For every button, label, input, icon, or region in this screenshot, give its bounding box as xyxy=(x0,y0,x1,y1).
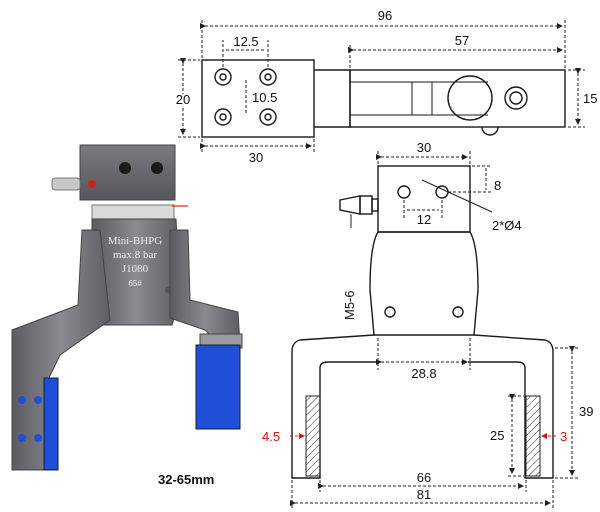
hole-center-icon xyxy=(219,73,227,81)
top-view-block xyxy=(201,59,315,138)
hole-center-icon xyxy=(219,113,227,121)
front-view-drawing: 30 8 12 2*Ø4 M5-6 28.8 39 25 4.5 xyxy=(262,140,593,508)
mount-hole-icon xyxy=(435,185,449,199)
dim-overall-length: 96 xyxy=(378,8,392,23)
finger-screw-icon xyxy=(34,434,42,442)
leader-line xyxy=(421,179,493,213)
dim-hole-pitch-y: 10.5 xyxy=(252,90,277,105)
right-gripper-pad xyxy=(195,344,241,430)
dim-pad-height: 25 xyxy=(490,428,504,443)
fitting-hex-icon xyxy=(359,195,373,215)
fitting-thread-icon xyxy=(371,198,379,212)
left-gripper-pad xyxy=(43,377,59,471)
thread-spec-label: M5-6 xyxy=(342,290,357,320)
dim-pad-thickness-right: 3 xyxy=(560,429,567,444)
dim-body-width: 30 xyxy=(417,140,431,155)
stroke-range-caption: 32-65mm xyxy=(158,472,214,487)
dim-hole-spacing: 12 xyxy=(417,212,431,227)
front-view-housing xyxy=(369,231,479,336)
fitting-seal-icon xyxy=(88,180,96,188)
dim-finger-height: 39 xyxy=(579,404,593,419)
right-finger-outline xyxy=(468,334,554,479)
scale-plate xyxy=(91,204,175,220)
mount-hole-icon xyxy=(119,162,131,174)
rod-notch xyxy=(481,126,499,136)
dim-inner-width: 28.8 xyxy=(411,366,436,381)
size-tag: 65# xyxy=(128,279,142,288)
air-fitting-icon xyxy=(51,177,81,191)
dim-jaw-gap: 66 xyxy=(417,470,431,485)
finger-screw-icon xyxy=(34,396,42,404)
top-view-drawing: 96 57 12.5 10.5 20 30 15 xyxy=(174,8,598,165)
product-photo: 10 5 0 5 10 Mini-BHPG max.8 bar J1080 65… xyxy=(11,144,243,487)
finger-screw-icon xyxy=(18,434,26,442)
mount-hole-icon xyxy=(214,68,232,86)
brand-label: Mini-BHPG xyxy=(108,235,162,247)
mount-hole-icon xyxy=(397,185,411,199)
dim-block-width: 30 xyxy=(249,150,263,165)
nut-icon xyxy=(504,86,528,110)
dim-hole-pitch-x: 12.5 xyxy=(233,34,258,49)
finger-screw-icon xyxy=(18,396,26,404)
left-pad-section xyxy=(305,395,321,477)
screw-icon xyxy=(384,306,396,318)
mount-hole-icon xyxy=(259,108,277,126)
dim-pad-thickness-left: 4.5 xyxy=(262,429,280,444)
left-finger-outline xyxy=(291,334,380,479)
model-label: J1080 xyxy=(122,263,149,275)
dim-rod-height: 15 xyxy=(583,91,597,106)
nut-inner-icon xyxy=(509,91,523,105)
dim-block-height: 20 xyxy=(176,92,190,107)
left-finger xyxy=(11,229,111,471)
hole-spec-label: 2*Ø4 xyxy=(492,218,522,233)
right-finger xyxy=(169,229,241,346)
dim-overall-width: 81 xyxy=(417,487,431,502)
dim-slot-length: 57 xyxy=(455,33,469,48)
pressure-label: max.8 bar xyxy=(113,249,157,261)
piston-circle xyxy=(447,75,493,121)
screw-icon xyxy=(452,306,464,318)
top-view-neck xyxy=(314,69,351,128)
top-view-rod xyxy=(349,69,566,128)
dim-hole-offset: 8 xyxy=(494,178,501,193)
hole-center-icon xyxy=(264,113,272,121)
right-pad-section xyxy=(525,395,541,477)
hole-center-icon xyxy=(264,73,272,81)
air-fitting-icon xyxy=(339,195,361,215)
mount-hole-icon xyxy=(259,68,277,86)
mount-hole-icon xyxy=(214,108,232,126)
mount-hole-icon xyxy=(151,162,163,174)
